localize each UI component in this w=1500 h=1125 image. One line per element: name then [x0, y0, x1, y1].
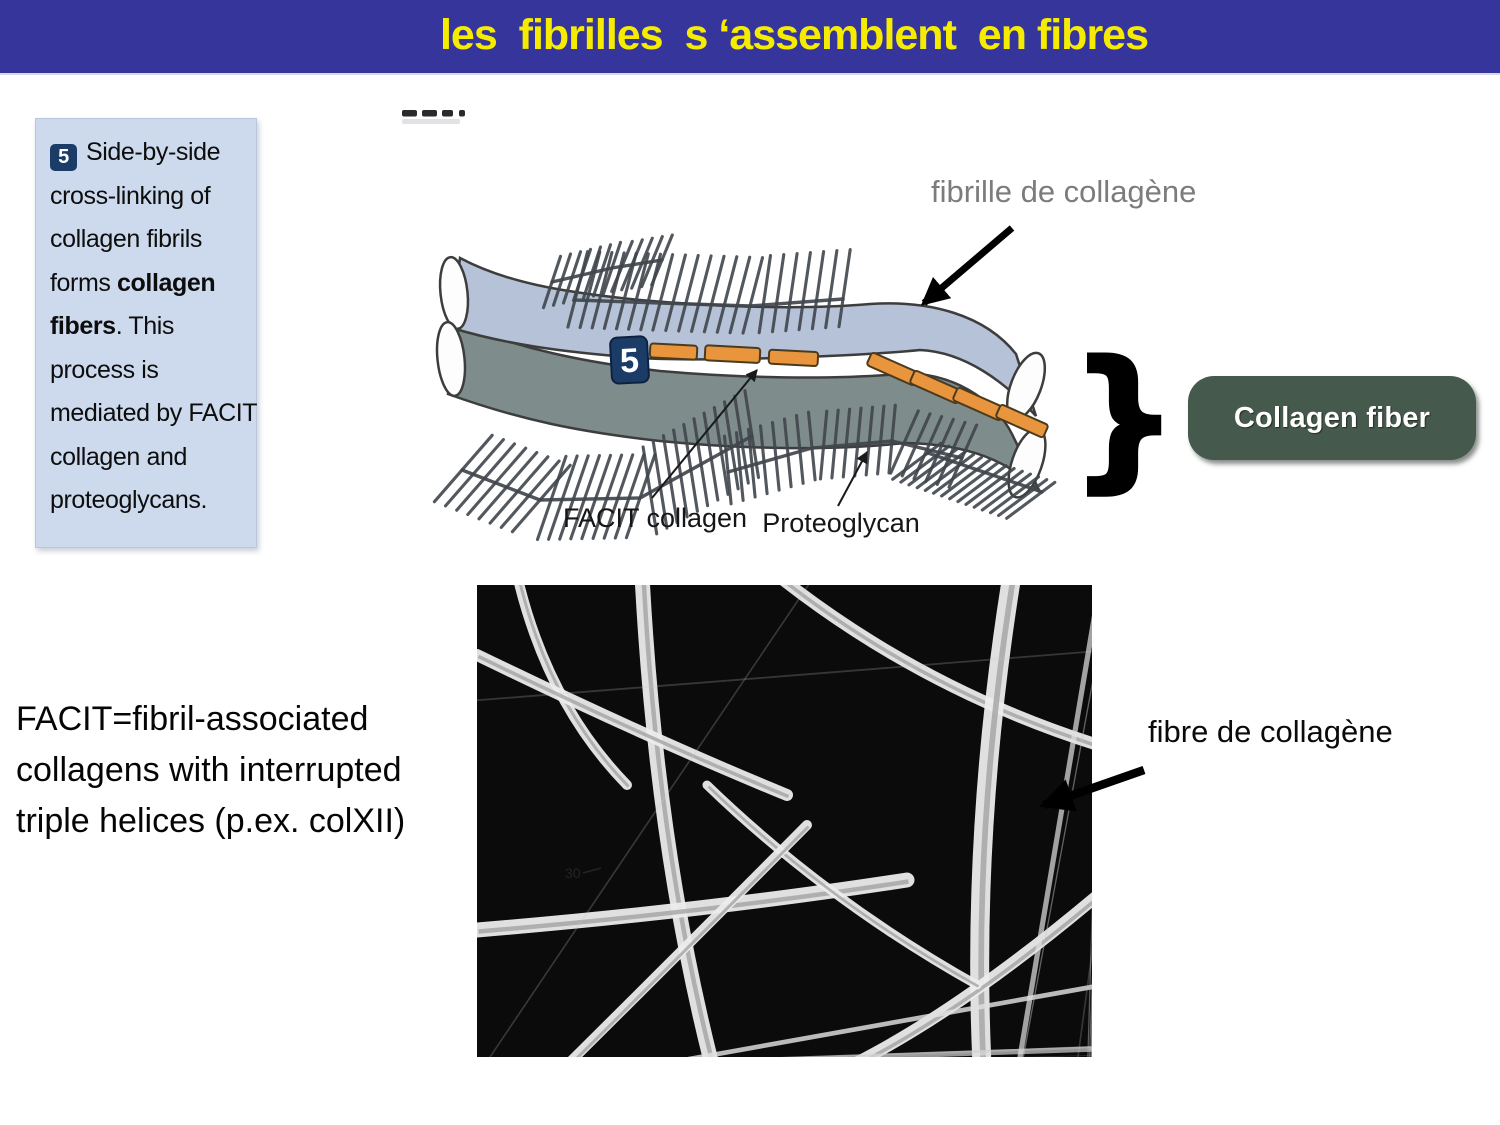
proteoglycan-pointer-arrow-icon	[837, 450, 868, 507]
collagen-fiber-box: Collagen fiber	[1188, 376, 1476, 460]
collagen-fiber-brace: }	[1068, 329, 1180, 506]
note-text-bold: collagen	[117, 268, 216, 297]
slide-title: les fibrilles s ‘assemblent en fibres	[439, 11, 1149, 59]
fibril-diagram: 5 FACIT collagen Proteoglycan	[402, 110, 1057, 542]
diagram-step-badge-number: 5	[619, 342, 640, 381]
facit-definition-line: triple helices (p.ex. colXII)	[16, 802, 406, 840]
note-line: collagen and	[50, 442, 187, 471]
proteoglycan-combs	[432, 233, 1057, 542]
facit-collagen-segments	[648, 342, 1049, 439]
fibre-label: fibre de collagène	[1148, 714, 1393, 749]
note-text: . This	[115, 312, 175, 340]
svg-text:30: 30	[565, 865, 581, 881]
note-line: process is	[50, 355, 159, 384]
facit-definition-line: collagens with interrupted	[16, 751, 402, 789]
proteoglycan-label: Proteoglycan	[762, 508, 920, 538]
note-step-badge: 5	[50, 144, 77, 171]
collagen-fiber-micrograph: 30	[477, 585, 1092, 1057]
note-line: mediated by FACIT	[50, 399, 258, 427]
facit-collagen-label: FACIT collagen	[563, 503, 747, 533]
micrograph-fibers	[477, 585, 1092, 1057]
note-text-bold: fibers	[50, 312, 116, 340]
note-line: cross-linking of	[50, 181, 211, 210]
diagram-step-badge: 5	[609, 335, 650, 385]
facit-definition: FACIT=fibril-associated collagens with i…	[16, 694, 405, 847]
note-line: collagen fibrils	[50, 225, 203, 253]
note-line: fibers. This	[50, 305, 256, 349]
fibrille-label: fibrille de collagène	[931, 174, 1197, 209]
facit-pointer-arrow-icon	[651, 369, 758, 499]
title-banner: les fibrilles s ‘assemblent en fibres	[0, 0, 1500, 75]
note-line: forms collagen	[50, 262, 256, 306]
textbook-note: 5 Side-by-side cross-linking of collagen …	[35, 118, 258, 548]
note-line: 5 Side-by-side	[50, 131, 256, 175]
crop-marks-icon	[402, 110, 465, 124]
note-text: forms	[50, 268, 118, 297]
facit-definition-line: FACIT=fibril-associated	[16, 700, 369, 738]
note-text: Side-by-side	[86, 138, 221, 166]
note-line: proteoglycans.	[50, 486, 207, 514]
collagen-fiber-box-label: Collagen fiber	[1233, 401, 1431, 434]
micrograph-scale-marker: 30	[565, 865, 602, 881]
